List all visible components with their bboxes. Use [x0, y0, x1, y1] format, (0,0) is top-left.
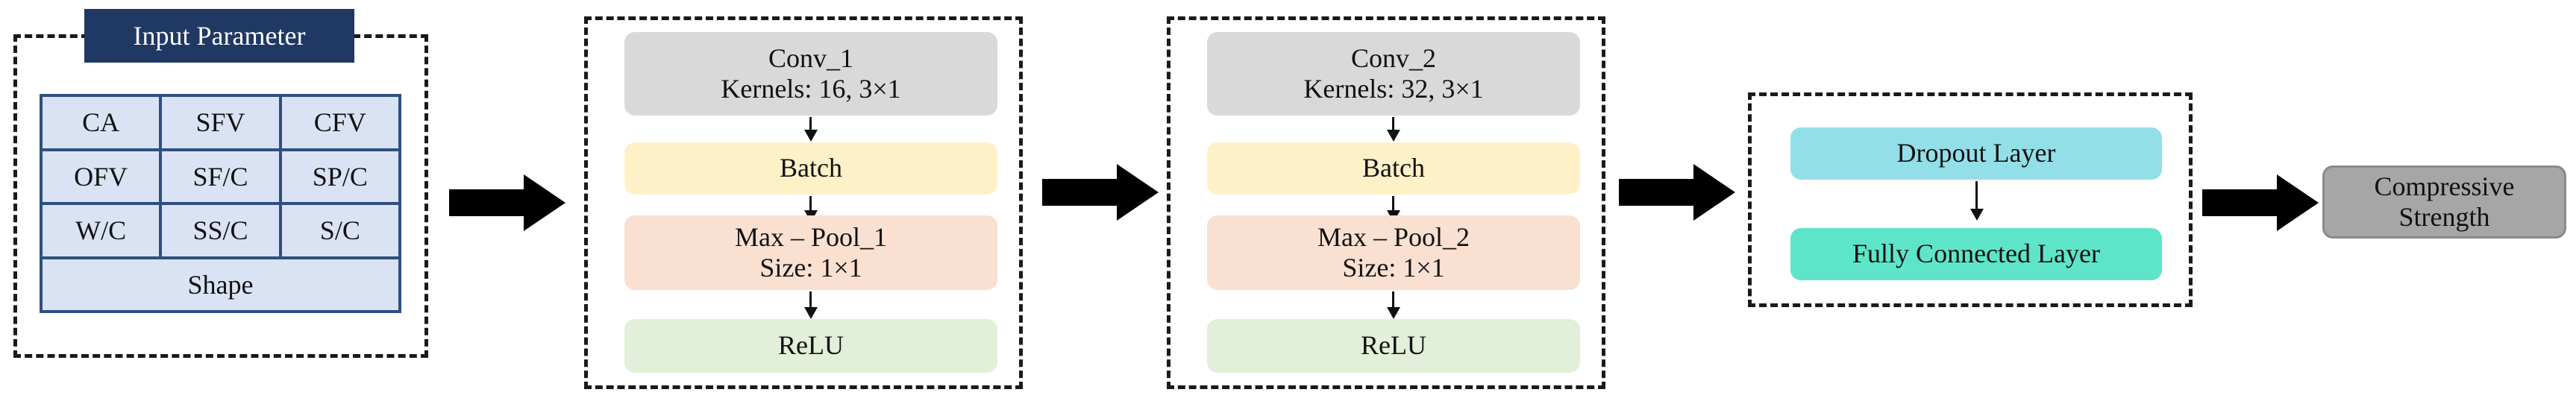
connector-arrowhead: [804, 307, 818, 319]
param-cell: SS/C: [160, 204, 281, 258]
connector-arrowhead: [1387, 130, 1400, 142]
output-compressive-strength: Compressive Strength: [2322, 165, 2566, 239]
conv-block-2: [1167, 16, 1605, 389]
maxpool-1-layer: Max – Pool_1 Size: 1×1: [624, 215, 997, 290]
dense-block: [1748, 92, 2193, 307]
param-cell: W/C: [41, 204, 161, 258]
connector-line: [1392, 196, 1394, 211]
batch-2-layer: Batch: [1207, 142, 1580, 195]
maxpool-1-title: Max – Pool_1: [734, 221, 887, 252]
connector-line: [809, 117, 812, 130]
conv-2-kernels: Kernels: 32, 3×1: [1303, 74, 1484, 104]
conv-1-title: Conv_1: [768, 42, 853, 73]
input-parameter-grid: CA SFV CFV OFV SF/C SP/C W/C SS/C S/C Sh…: [40, 94, 401, 313]
flow-arrow-2: [1042, 164, 1159, 221]
connector-line: [1975, 181, 1978, 209]
param-cell: SP/C: [280, 149, 400, 204]
conv-2-title: Conv_2: [1350, 42, 1436, 73]
maxpool-2-title: Max – Pool_2: [1317, 221, 1470, 252]
param-cell: CFV: [280, 95, 400, 150]
param-cell: CA: [41, 95, 161, 150]
input-parameter-title: Input Parameter: [84, 9, 354, 63]
flow-arrow-4: [2202, 174, 2319, 231]
param-cell: S/C: [280, 204, 400, 258]
fully-connected-layer: Fully Connected Layer: [1790, 228, 2162, 280]
connector-arrowhead: [1387, 307, 1400, 319]
connector-line: [1392, 117, 1394, 130]
conv-1-kernels: Kernels: 16, 3×1: [721, 74, 901, 104]
connector-arrowhead: [804, 130, 818, 142]
dropout-layer: Dropout Layer: [1790, 127, 2162, 180]
maxpool-1-size: Size: 1×1: [759, 253, 862, 283]
param-cell: SFV: [160, 95, 281, 150]
conv-2-layer: Conv_2 Kernels: 32, 3×1: [1207, 32, 1580, 116]
param-cell: OFV: [41, 149, 161, 204]
batch-1-layer: Batch: [624, 142, 997, 195]
relu-1-layer: ReLU: [624, 319, 997, 373]
param-cell: SF/C: [160, 149, 281, 204]
maxpool-2-layer: Max – Pool_2 Size: 1×1: [1207, 215, 1580, 290]
flow-arrow-3: [1619, 164, 1735, 221]
conv-block-1: [584, 16, 1023, 389]
output-line-2: Strength: [2398, 202, 2490, 232]
connector-line: [1392, 291, 1394, 308]
connector-line: [809, 291, 812, 308]
connector-arrowhead: [1970, 209, 1984, 221]
output-line-1: Compressive: [2374, 171, 2515, 201]
relu-2-layer: ReLU: [1207, 319, 1580, 373]
param-cell-shape: Shape: [41, 257, 400, 312]
flow-arrow-1: [449, 174, 565, 231]
conv-1-layer: Conv_1 Kernels: 16, 3×1: [624, 32, 997, 116]
maxpool-2-size: Size: 1×1: [1342, 253, 1445, 283]
connector-line: [809, 196, 812, 211]
